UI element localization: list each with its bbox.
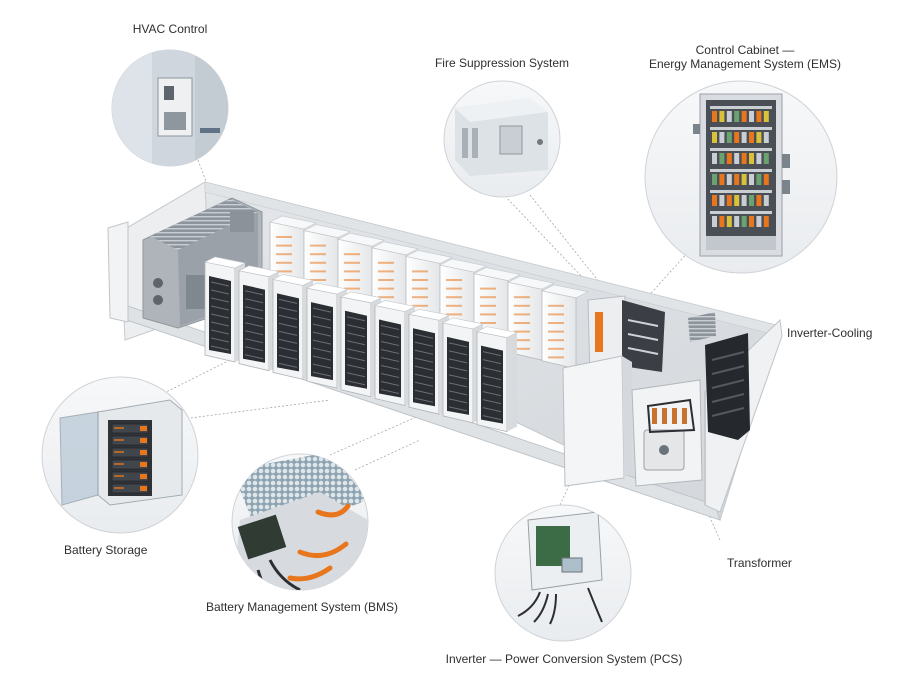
inverter-cooling-unit bbox=[688, 312, 750, 440]
ems-callout-circle bbox=[644, 80, 838, 274]
label-battery-storage: Battery Storage bbox=[64, 543, 148, 557]
label-hvac-control: HVAC Control bbox=[132, 22, 208, 36]
front-rack-row bbox=[204, 256, 518, 433]
pcs-callout-circle bbox=[494, 504, 632, 642]
label-transformer: Transformer bbox=[727, 556, 792, 570]
back-rack bbox=[541, 284, 589, 370]
control-cabinet-inside bbox=[587, 295, 665, 379]
battery-rack bbox=[476, 326, 518, 433]
battery-rack bbox=[408, 308, 450, 415]
label-inverter-cooling: Inverter-Cooling bbox=[787, 326, 873, 340]
label-fire-suppression: Fire Suppression System bbox=[434, 56, 570, 70]
pcs-cabinet-inside bbox=[562, 355, 632, 487]
bms-callout-circle bbox=[231, 453, 369, 591]
label-ems-line1: Control Cabinet — bbox=[695, 43, 795, 57]
hvac-callout-circle bbox=[111, 49, 229, 167]
label-pcs: Inverter — Power Conversion System (PCS) bbox=[445, 652, 683, 666]
transformer-unit bbox=[631, 379, 703, 487]
label-ems-line2: Energy Management System (EMS) bbox=[648, 57, 842, 71]
battery-rack bbox=[238, 265, 280, 372]
fire-suppression-callout-circle bbox=[443, 80, 561, 198]
battery-storage-callout-circle bbox=[41, 376, 199, 534]
battery-rack bbox=[340, 291, 382, 398]
label-bms: Battery Management System (BMS) bbox=[205, 600, 399, 614]
